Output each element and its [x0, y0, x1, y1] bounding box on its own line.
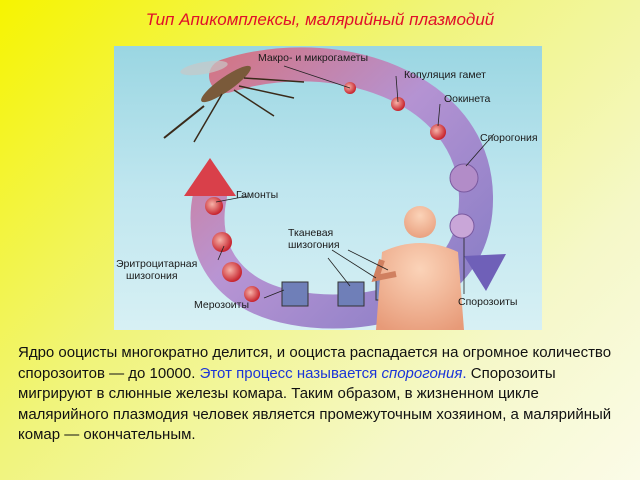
label-sporozoites: Спорозоиты	[458, 296, 518, 308]
label-tissue-schizogony-1: Тканевая	[288, 227, 334, 239]
label-gametes: Макро- и микрогаметы	[258, 52, 369, 64]
label-tissue-schizogony-2: шизогония	[288, 239, 340, 251]
leader-lines	[215, 65, 495, 299]
highlight-text: Этот процесс называется	[199, 364, 382, 382]
highlight-end: .	[462, 364, 467, 382]
parasite-cells	[205, 82, 479, 302]
label-gamonts: Гамонты	[236, 189, 279, 201]
label-merozoites: Мерозоиты	[194, 299, 250, 311]
ring-arrow-head	[184, 158, 236, 196]
highlight-term: спорогония	[381, 364, 463, 382]
human-icon	[371, 206, 464, 330]
malaria-lifecycle-diagram: Макро- и микрогаметы Копуляция гамет Оок…	[114, 46, 542, 330]
lifecycle-drawing	[163, 47, 506, 330]
label-erythrocytic-1: Эритроцитарная	[116, 258, 198, 270]
ring-arrow-head-right	[464, 254, 506, 291]
description-paragraph: Ядро ооцисты многократно делится, и ооци…	[18, 343, 624, 446]
paragraph-text-1: Ядро ооцисты многократно делится, и ооци…	[18, 344, 612, 382]
mosquito-icon	[163, 60, 305, 143]
paragraph-text-2: Спорозоиты мигрируют в слюнные железы ко…	[18, 364, 612, 444]
label-sporogony: Спорогония	[480, 132, 538, 144]
label-copulation: Копуляция гамет	[404, 69, 486, 81]
label-erythrocytic-2: шизогония	[126, 270, 178, 282]
label-ookinete: Оокинета	[444, 93, 491, 105]
slide-title: Тип Апикомплексы, малярийный плазмодий	[145, 10, 495, 29]
